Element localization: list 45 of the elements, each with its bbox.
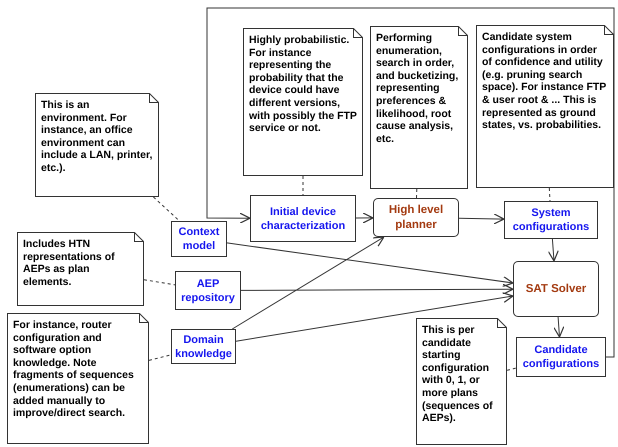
dashed-line [416,188,418,198]
component-box [175,271,241,310]
note [370,26,468,189]
note [243,28,363,176]
arrow [236,292,514,342]
component-box [504,201,598,239]
process-label: High level planner [388,202,444,232]
process-box [373,198,459,237]
process-box [513,261,599,317]
note [476,25,614,188]
component-label: Context model [178,225,220,253]
component-label: AEP repository [180,276,236,304]
process-label: SAT Solver [526,282,586,296]
note-text: This is per candidate starting configuration with 0, 1, or more plans (sequences of AEPs). [422,324,494,425]
component-box [171,221,227,257]
dashed-line [302,176,304,196]
component-label: Initial device characterization [260,204,346,232]
component-box [250,195,356,242]
arrow [553,316,564,338]
note-text: Includes HTN representations of AEPs as plan elements. [23,238,116,288]
dashed-line [506,368,516,371]
note-text: Candidate system configurations in order of confidence and utility (e.g. pruning search space). For instance FTP & user root & ... This is represented as ground states, vs. probabilities. [482,31,608,132]
note-text: For instance, router configuration and software option knowledge. Note fragments of sequences (enumerations) can be added manually to improve/direct search. [13,319,135,420]
dashed-line [144,279,176,286]
note [7,313,149,444]
arrow [232,236,384,330]
note-text: Highly probabilistic. For instance representing the probability that the device could have different versions, with possibly the FTP service or not. [249,34,358,135]
arrow [206,8,614,358]
arrow [226,242,514,288]
dashed-line [548,188,550,202]
component-label: System configurations [512,206,590,234]
arrow [356,212,374,224]
component-label: Domain knowledge [174,332,233,360]
component-label: Candidate configurations [522,343,600,371]
note [416,318,507,445]
arrow [548,238,559,262]
note [35,93,159,197]
note-text: Performing enumeration, search in order, and bucketizing, representing preferences & likelihood, root cause analysis, etc. [376,32,460,146]
note-text: This is an environment. For instance, an office environment can include a LAN, printer, etc.). [41,99,154,175]
arrow [458,213,505,225]
note [17,232,144,306]
component-box [516,337,606,377]
arrow [240,284,514,295]
dashed-line [148,354,172,361]
dashed-line [152,196,180,222]
